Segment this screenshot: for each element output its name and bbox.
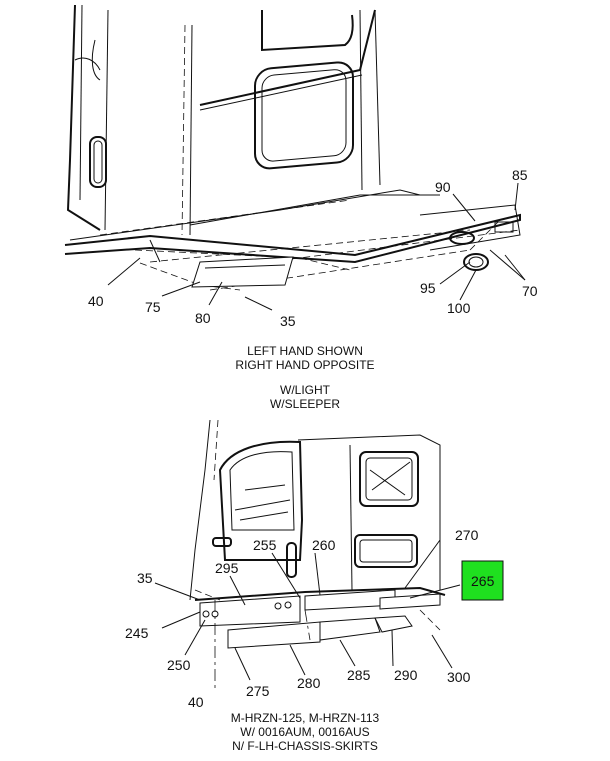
callout-245: 245 [125,625,149,641]
callout-255: 255 [253,537,277,553]
callout-95: 95 [420,280,436,296]
callout-280: 280 [297,675,321,691]
top-caption-line3: W/LIGHT [280,383,331,397]
callout-295: 295 [215,560,239,576]
bottom-caption-line1: M-HRZN-125, M-HRZN-113 [231,711,380,725]
callout-250: 250 [167,657,191,673]
callout-300: 300 [447,669,471,685]
callout-275: 275 [246,683,270,699]
bottom-caption-line3: N/ F-LH-CHASSIS-SKIRTS [232,739,378,753]
top-caption-line2: RIGHT HAND OPPOSITE [235,358,374,372]
callout-40-top: 40 [88,293,104,309]
bottom-illustration: 35 295 255 260 270 245 250 40 275 280 28… [125,419,504,710]
callout-75: 75 [145,299,161,315]
bottom-caption-line2: W/ 0016AUM, 0016AUS [240,725,369,739]
callout-270: 270 [455,527,479,543]
callout-290: 290 [394,667,418,683]
callout-85: 85 [512,167,528,183]
callout-40-bottom: 40 [188,694,204,710]
callout-35-bottom: 35 [137,570,153,586]
callout-35-top: 35 [280,313,296,329]
callout-70: 70 [522,283,538,299]
callout-260: 260 [312,537,336,553]
callout-80: 80 [195,310,211,326]
highlight-box-265[interactable] [461,560,504,601]
top-caption-line1: LEFT HAND SHOWN [247,344,363,358]
callout-90: 90 [435,179,451,195]
callout-100: 100 [447,300,471,316]
top-illustration: 40 75 80 35 90 85 95 100 70 [64,4,538,329]
callout-285: 285 [347,667,371,683]
callout-265[interactable]: 265 [471,573,495,589]
top-caption-line4: W/SLEEPER [270,397,340,411]
